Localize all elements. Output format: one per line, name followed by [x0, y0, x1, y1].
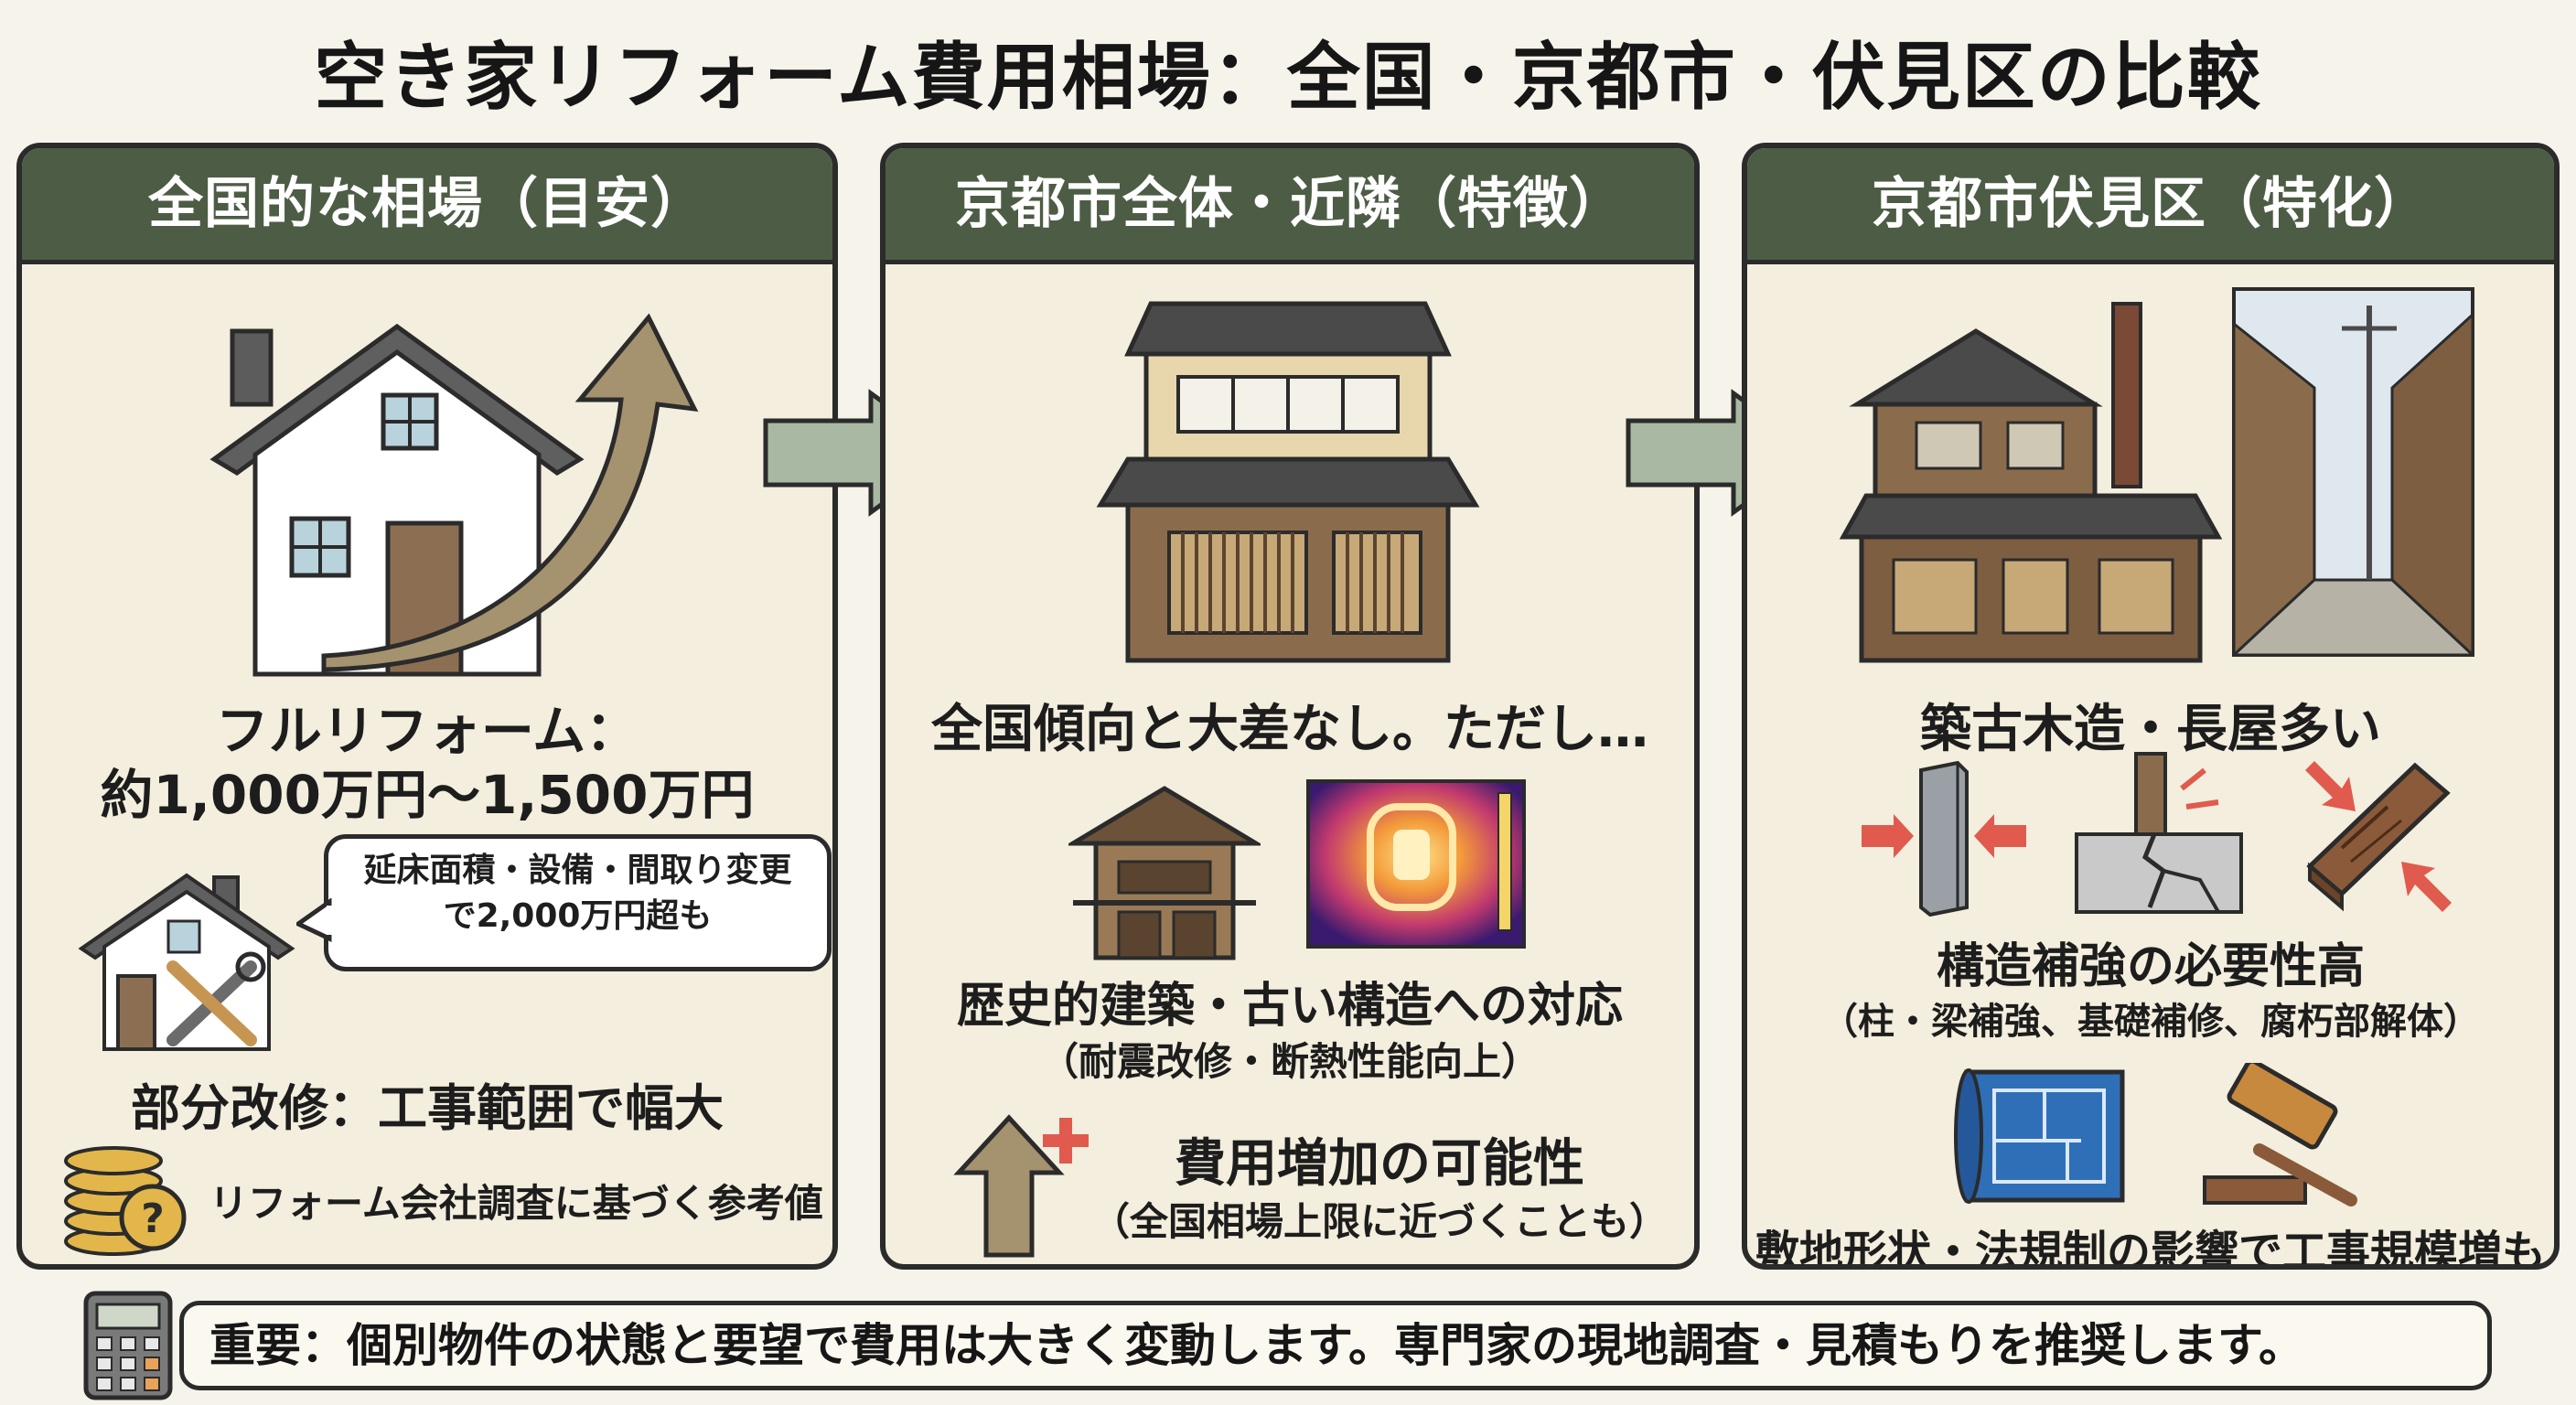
- increase-subtext: （全国相場上限に近づくことも）: [1090, 1199, 1668, 1244]
- reference-note: リフォーム会社調査に基づく参考値: [209, 1181, 823, 1226]
- fushimi-feature-text: 築古木造・長屋多い: [1920, 700, 2381, 759]
- full-reform-cost: 約1,000万円〜1,500万円: [100, 764, 755, 826]
- fushimi-rowhouse-icon: [1839, 302, 2223, 663]
- rotten-beam-icon: [2305, 761, 2452, 912]
- panel-header-kyoto: 京都市全体・近隣（特徴）: [886, 148, 1694, 264]
- full-reform-label: フルリフォーム：: [215, 700, 639, 762]
- cost-up-arrow-icon: [953, 1114, 1089, 1258]
- old-wooden-house-icon: [1068, 786, 1261, 960]
- historic-text: 歴史的建築・古い構造への対応: [956, 979, 1623, 1034]
- reinforce-text: 構造補強の必要性高: [1936, 939, 2365, 994]
- page-title: 空き家リフォーム費用相場：全国・京都市・伏見区の比較: [314, 35, 2262, 120]
- calculator-icon: [83, 1291, 173, 1400]
- panel-header-fushimi: 京都市伏見区（特化）: [1747, 148, 2554, 264]
- narrow-alley-icon: [2232, 287, 2474, 657]
- house-rising-arrow-icon: [209, 313, 699, 677]
- reinforce-subtext: （柱・梁補強、基礎補修、腐朽部解体）: [1821, 1001, 2480, 1043]
- trend-text: 全国傾向と大差なし。ただし…: [931, 700, 1648, 759]
- machiya-house-icon: [1096, 301, 1480, 663]
- thermal-camera-icon: [1306, 779, 1526, 949]
- bubble-line1: 延床面積・設備・間取り変更: [363, 852, 792, 889]
- cost-note-bubble: 延床面積・設備・間取り変更 で2,000万円超も: [324, 834, 832, 971]
- coins-question-icon: ?: [64, 1146, 187, 1256]
- panel-header-national: 全国的な相場（目安）: [22, 148, 832, 264]
- gavel-icon: [2203, 1063, 2357, 1207]
- panel-fushimi: 京都市伏見区（特化） 築古木造・長屋多い: [1742, 143, 2560, 1270]
- important-note-bar: 重要：個別物件の状態と要望で費用は大きく変動します。専門家の現地調査・見積もりを…: [179, 1301, 2492, 1390]
- svg-text:?: ?: [141, 1196, 165, 1242]
- site-text: 敷地形状・法規制の影響で工事規模増も: [1755, 1227, 2546, 1270]
- column-reinforcement-icon: [1862, 761, 2026, 917]
- partial-reform-text: 部分改修：工事範囲で幅大: [131, 1079, 724, 1137]
- panel-kyoto-city: 京都市全体・近隣（特徴） 全国傾向と大差なし。ただし…: [880, 143, 1700, 1270]
- panel-national: 全国的な相場（目安） フルリフォーム： 約1,000万円〜1,500万円 延床面…: [16, 143, 838, 1270]
- house-tools-icon: [78, 873, 295, 1051]
- bubble-line2: で2,000万円超も: [443, 897, 713, 935]
- increase-text: 費用増加の可能性: [1175, 1134, 1584, 1194]
- historic-subtext: （耐震改修・断熱性能向上）: [1039, 1039, 1540, 1084]
- bubble-tail: [296, 898, 333, 942]
- cracked-foundation-icon: [2075, 752, 2243, 914]
- blueprint-icon: [1954, 1068, 2125, 1204]
